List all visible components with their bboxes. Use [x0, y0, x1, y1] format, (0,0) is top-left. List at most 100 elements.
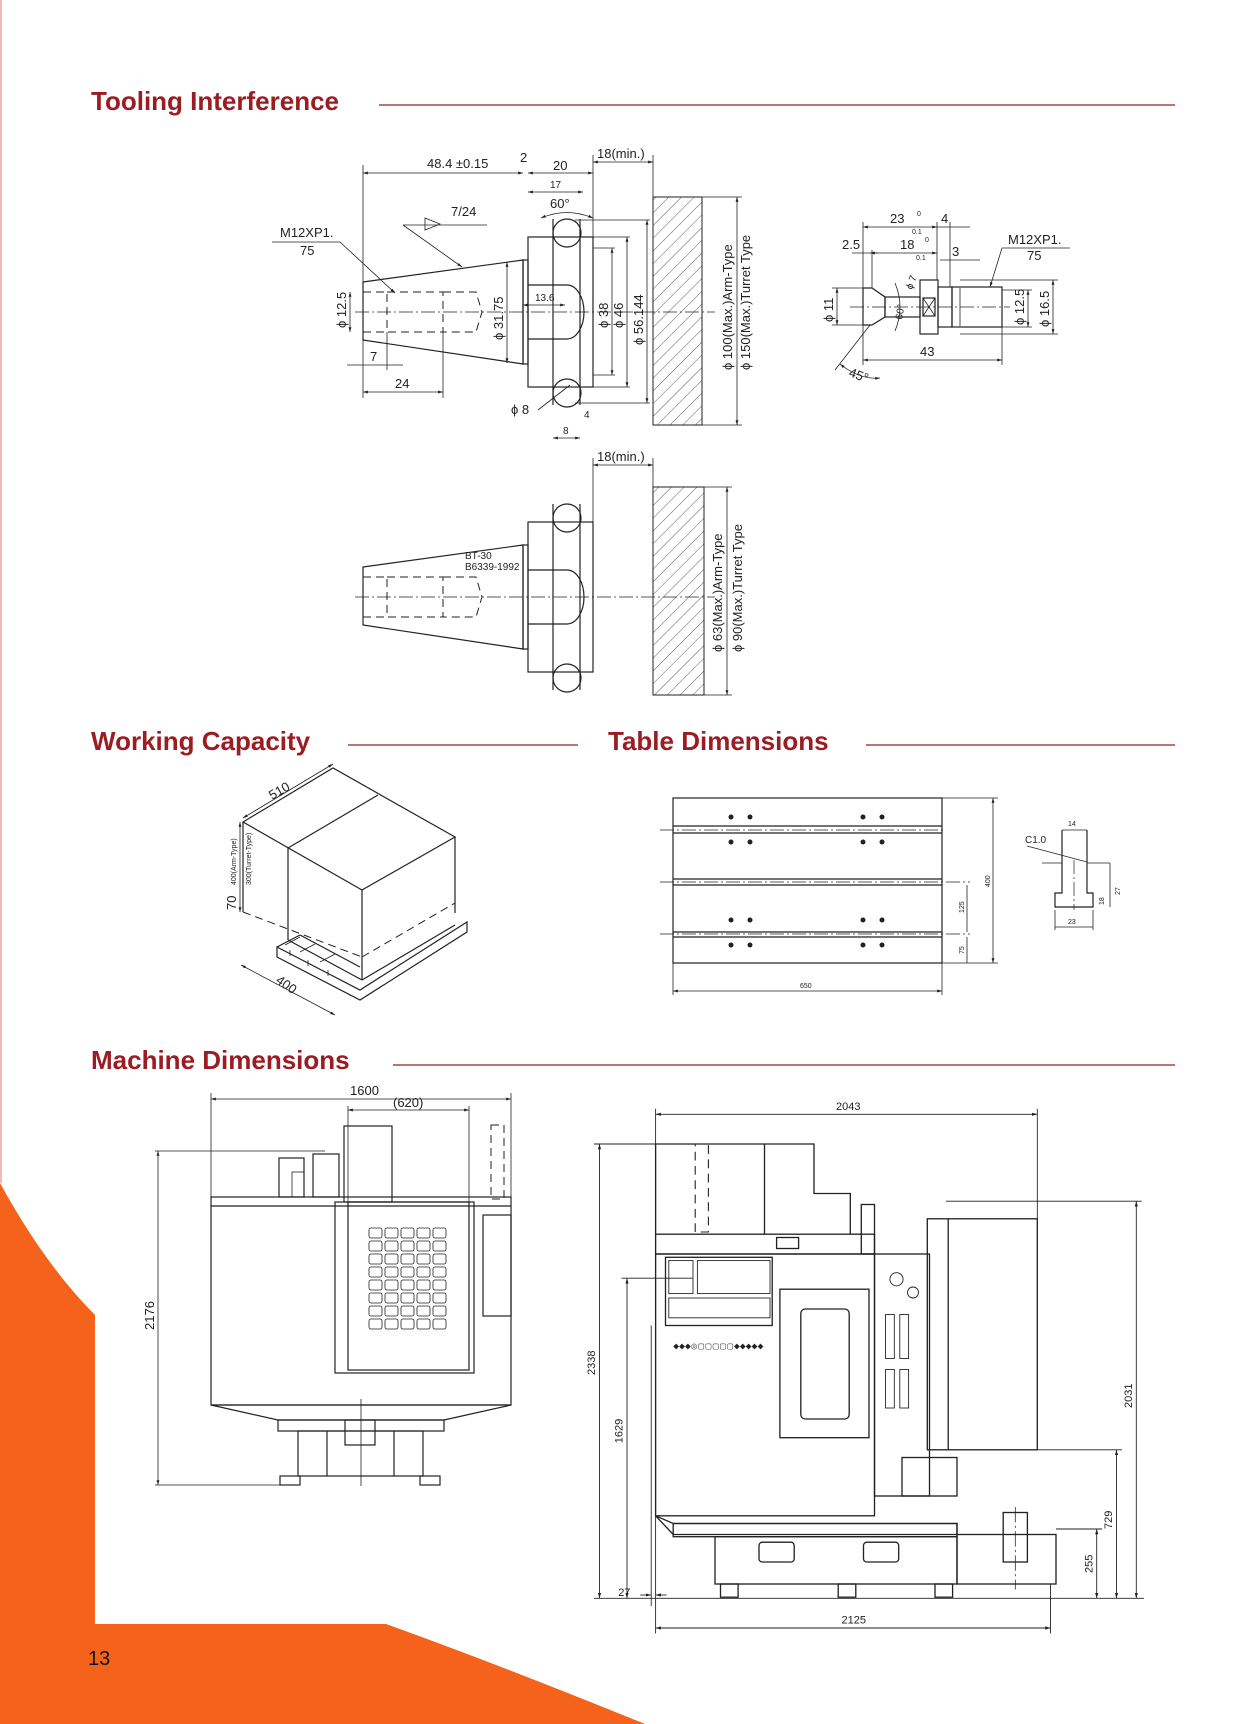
machine-front-view: 1600 (620) 2176: [142, 1083, 512, 1486]
heading-tooling-interference: Tooling Interference: [91, 86, 339, 116]
door-grid-cell: [384, 1318, 399, 1330]
thread-label: M12XP1.: [1008, 232, 1061, 247]
dim-23-tol-upper: 0: [917, 211, 921, 218]
door-grid-cell: [400, 1318, 415, 1330]
section-tooling-interference: Tooling Interference: [91, 86, 1175, 116]
dim-48-4: 48.4 ±0.15: [427, 156, 488, 171]
dim-phi-7: ϕ 7: [904, 274, 919, 291]
table-holes: [728, 814, 885, 948]
control-panel-keys: ◆◆◆◎▢▢▢▢▢◆◆◆◆◆: [673, 1342, 764, 1351]
dim-2043: 2043: [836, 1101, 860, 1113]
dim-phi-12-5: ϕ 12.5: [334, 292, 349, 328]
section-table-dimensions: Table Dimensions: [608, 726, 1175, 756]
door-grid-cell: [384, 1227, 399, 1239]
dim-2031: 2031: [1123, 1384, 1135, 1408]
table-dimensions-drawing: 400 125 75 650 14 C1.0 23 27 18: [660, 797, 1122, 995]
dim-3: 3: [952, 244, 959, 259]
door-grid-cell: [416, 1292, 431, 1304]
section-machine-dimensions: Machine Dimensions: [91, 1045, 1175, 1075]
dim-slot-bottom: 23: [1068, 919, 1076, 926]
dim-18-tol-upper: 0: [925, 237, 929, 244]
front-door-grid: [368, 1227, 447, 1330]
section-working-capacity: Working Capacity: [91, 726, 578, 756]
dim-phi-11: ϕ 11: [821, 298, 836, 322]
door-grid-cell: [416, 1318, 431, 1330]
door-grid-cell: [416, 1240, 431, 1252]
door-grid-cell: [432, 1253, 447, 1265]
dim-2176: 2176: [142, 1301, 157, 1330]
door-grid-cell: [368, 1292, 383, 1304]
door-grid-cell: [368, 1240, 383, 1252]
dim-2125: 2125: [842, 1615, 866, 1627]
door-grid-cell: [400, 1240, 415, 1252]
door-grid-cell: [400, 1305, 415, 1317]
dim-620: (620): [393, 1095, 423, 1110]
dim-table-width: 400: [985, 875, 992, 887]
dim-phi-56-144: ϕ 56.144: [631, 294, 646, 345]
dim-2-5: 2.5: [842, 237, 860, 252]
dim-phi-8: ϕ 8: [511, 402, 529, 417]
dim-phi-12-5: ϕ 12.5: [1012, 289, 1027, 325]
dim-13-6: 13.6: [535, 293, 555, 304]
dim-phi-150-turret: ϕ 150(Max.)Turret Type: [738, 235, 753, 370]
dim-1600: 1600: [350, 1083, 379, 1098]
working-capacity-drawing: 510 70 400(Arm-Type) 300(Turret-Type) 40…: [224, 763, 468, 1016]
door-grid-cell: [384, 1240, 399, 1252]
door-grid-cell: [400, 1253, 415, 1265]
door-grid-cell: [368, 1305, 383, 1317]
door-grid-cell: [384, 1292, 399, 1304]
dim-phi-90-turret: ϕ 90(Max.)Turret Type: [730, 524, 745, 652]
dim-2338: 2338: [586, 1351, 598, 1375]
dim-400: 400: [273, 972, 299, 997]
bt30-holder-drawing: 18(min.) BT-30 B6339-1992 ϕ 63(Max.)Arm-…: [354, 449, 745, 696]
heading-working-capacity: Working Capacity: [91, 726, 311, 756]
thread-pitch-label: 75: [300, 243, 314, 258]
door-grid-cell: [384, 1279, 399, 1291]
dim-phi-46: ϕ 46: [611, 303, 626, 328]
dim-slot-top: 14: [1068, 821, 1076, 828]
angle-60: 60°: [550, 196, 570, 211]
door-grid-cell: [400, 1292, 415, 1304]
dim-table-length: 650: [800, 983, 812, 990]
dim-phi-63-arm: ϕ 63(Max.)Arm-Type: [710, 533, 725, 652]
taper-label: 7/24: [451, 204, 476, 219]
heading-table-dimensions: Table Dimensions: [608, 726, 829, 756]
orange-decoration: [0, 1183, 645, 1724]
door-grid-cell: [368, 1318, 383, 1330]
dim-729: 729: [1103, 1511, 1115, 1529]
dim-510: 510: [266, 779, 292, 803]
door-grid-cell: [368, 1266, 383, 1278]
door-grid-cell: [384, 1266, 399, 1278]
door-grid-cell: [400, 1279, 415, 1291]
pneumatic-unit: [885, 1272, 919, 1409]
dim-slot-pitch: 125: [959, 901, 966, 913]
spindle-wall-hatch: [652, 486, 705, 696]
dim-2: 2: [520, 150, 527, 165]
dim-300-turret: 300(Turret-Type): [246, 833, 253, 885]
dim-phi-16-5: ϕ 16.5: [1037, 291, 1052, 327]
dim-chamfer: C1.0: [1025, 835, 1047, 846]
door-grid-cell: [384, 1305, 399, 1317]
tool-holder-drawing: 48.4 ±0.15 2 20 17 18(min.) 7/24 M12XP1.…: [272, 146, 753, 440]
door-grid-cell: [400, 1266, 415, 1278]
door-grid-cell: [368, 1253, 383, 1265]
dim-70: 70: [224, 896, 239, 910]
bt30-label: BT-30: [465, 551, 492, 562]
door-grid-cell: [432, 1227, 447, 1239]
dim-18: 18: [900, 237, 914, 252]
door-grid-cell: [400, 1227, 415, 1239]
angle-45: 45°: [847, 365, 871, 386]
t-slots: [284, 936, 336, 976]
dim-phi-38: ϕ 38: [596, 303, 611, 328]
dim-255: 255: [1083, 1555, 1095, 1573]
heading-machine-dimensions: Machine Dimensions: [91, 1045, 350, 1075]
door-grid-cell: [432, 1305, 447, 1317]
tool-holder-body: [355, 218, 715, 408]
t-slot-section: 14 C1.0 23 27 18: [1025, 821, 1122, 930]
dim-slot-depth: 27: [1115, 887, 1122, 895]
door-grid-cell: [416, 1253, 431, 1265]
dim-400-arm: 400(Arm-Type): [231, 838, 238, 885]
standard-label: B6339-1992: [465, 562, 520, 573]
door-grid-cell: [416, 1279, 431, 1291]
